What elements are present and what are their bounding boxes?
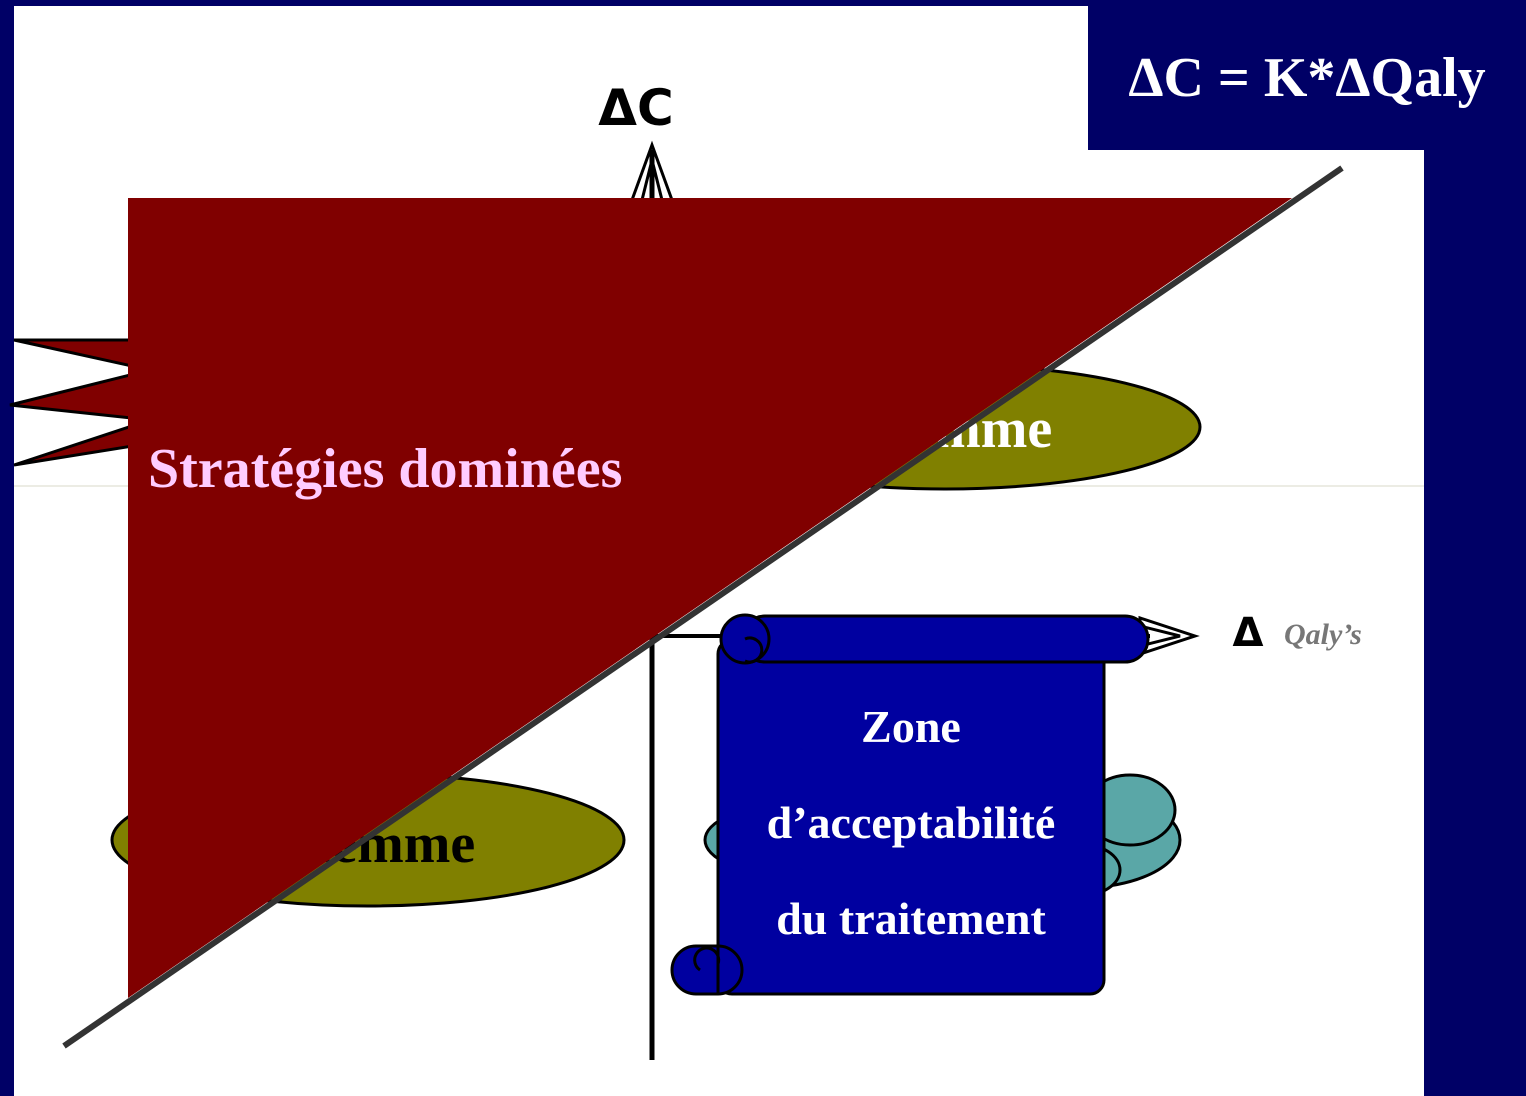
x-axis-delta-label: Δ: [1233, 610, 1264, 656]
acceptability-scroll: [670, 613, 1150, 996]
formula-text: ΔC = K*ΔQaly: [1128, 47, 1486, 109]
acceptability-line-3: du traitement: [776, 893, 1046, 944]
acceptability-line-2: d’acceptabilité: [767, 797, 1056, 848]
threshold-line: [62, 165, 1344, 1049]
x-axis-label: Qaly’s: [1284, 618, 1362, 651]
formula-box: ΔC = K*ΔQaly: [1088, 6, 1526, 150]
y-axis-label: ΔC: [598, 79, 673, 137]
dominated-label: Stratégies dominées: [148, 438, 622, 500]
dominated-region: [128, 198, 1292, 998]
acceptability-line-1: Zone: [861, 701, 961, 752]
